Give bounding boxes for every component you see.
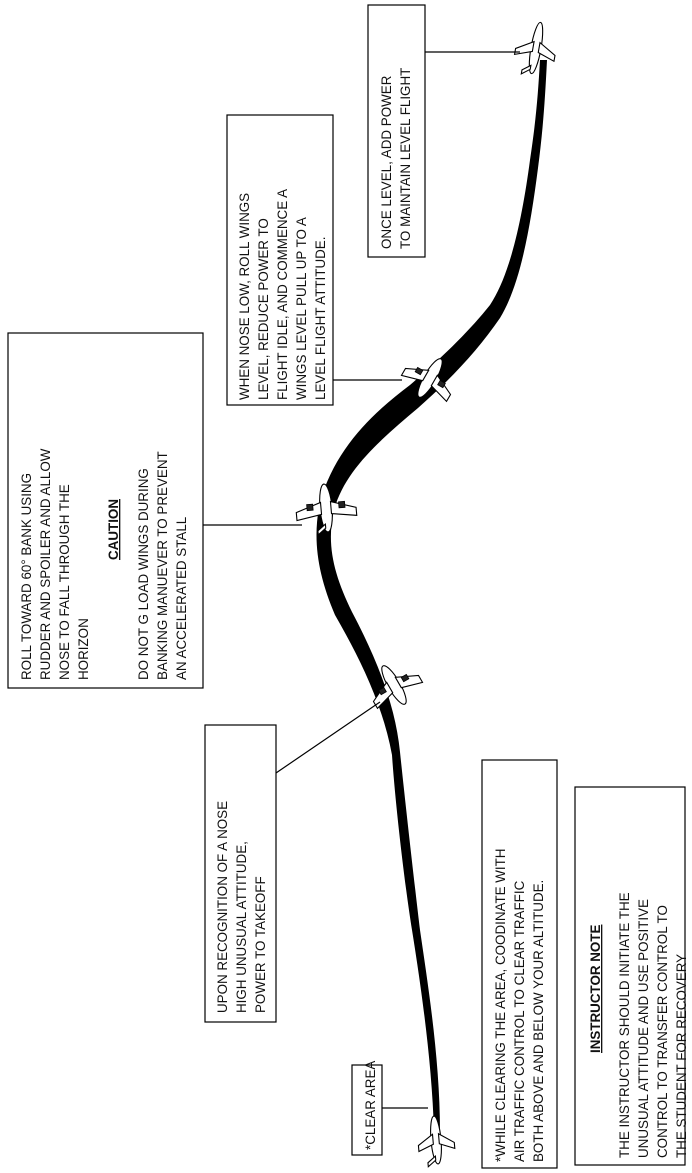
while-clearing-line-2: AIR TRAFFIC CONTROL TO CLEAR TRAFFIC [512,880,527,1162]
caution-line-3: AN ACCELERATED STALL [174,517,189,680]
roll-line-2: RUDDER AND SPOILER AND ALLOW [38,448,53,680]
callout-nose-low: WHEN NOSE LOW, ROLL WINGS LEVEL, REDUCE … [226,114,334,406]
upon-line-3: POWER TO TAKEOFF [253,876,268,1013]
instructor-line-3: CONTROL TO TRANSFER CONTROL TO [655,905,670,1158]
roll-line-1: ROLL TOWARD 60° BANK USING [19,473,34,680]
aircraft-pullup-icon [400,358,452,403]
clear-area-label: *CLEAR AREA [363,1061,378,1150]
caution-line-1: DO NOT G LOAD WINGS DURING [136,468,151,680]
nose-low-line-5: LEVEL FLIGHT ATTITUDE. [313,237,328,400]
once-level-line-1: ONCE LEVEL, ADD POWER [379,75,394,249]
flight-path [316,60,547,1132]
callout-roll-toward: ROLL TOWARD 60° BANK USING RUDDER AND SP… [7,332,204,689]
aircraft-level-icon [513,21,556,75]
nose-low-line-4: WINGS LEVEL PULL UP TO A [294,217,309,400]
aircraft-bank-icon [295,483,358,536]
callout-clear-area: *CLEAR AREA [351,1061,383,1156]
callout-once-level: ONCE LEVEL, ADD POWER TO MAINTAIN LEVEL … [367,4,426,258]
instructor-line-2: UNUSUAL ATTITUDE AND USE POSITIVE [636,899,651,1158]
while-clearing-line-3: BOTH ABOVE AND BELOW YOUR ALTITUDE. [531,880,546,1162]
caution-line-2: BANKING MANUEVER TO PREVENT [155,451,170,680]
once-level-line-2: TO MAINTAIN LEVEL FLIGHT [398,68,413,249]
nose-low-line-2: LEVEL, REDUCE POWER TO [256,218,271,400]
aircraft-nose-high-icon [372,665,424,710]
roll-line-4: HORIZON [76,618,91,680]
nose-low-line-3: FLIGHT IDLE, AND COMMENCE A [275,189,290,400]
aircraft-start-icon [417,1115,456,1168]
callout-while-clearing: *WHILE CLEARING THE AREA, COODINATE WITH… [481,759,558,1169]
upon-line-1: UPON RECOGNITION OF A NOSE [215,801,230,1013]
instructor-line-1: THE INSTRUCTOR SHOULD INITIATE THE [617,892,632,1158]
while-clearing-line-1: *WHILE CLEARING THE AREA, COODINATE WITH [493,849,508,1162]
instructor-note-heading: INSTRUCTOR NOTE [588,924,603,1053]
leader-upon-recognition [275,701,381,774]
upon-line-2: HIGH UNUSUAL ATTITUDE, [234,841,249,1013]
roll-line-3: NOSE TO FALL THROUGH THE [57,484,72,680]
callout-upon-recognition: UPON RECOGNITION OF A NOSE HIGH UNUSUAL … [204,724,277,1023]
callout-instructor-note: INSTRUCTOR NOTE THE INSTRUCTOR SHOULD IN… [574,786,689,1166]
instructor-line-4: THE STUDENT FOR RECOVERY [674,954,689,1158]
caution-heading: CAUTION [106,499,121,560]
nose-low-line-1: WHEN NOSE LOW, ROLL WINGS [237,193,252,400]
